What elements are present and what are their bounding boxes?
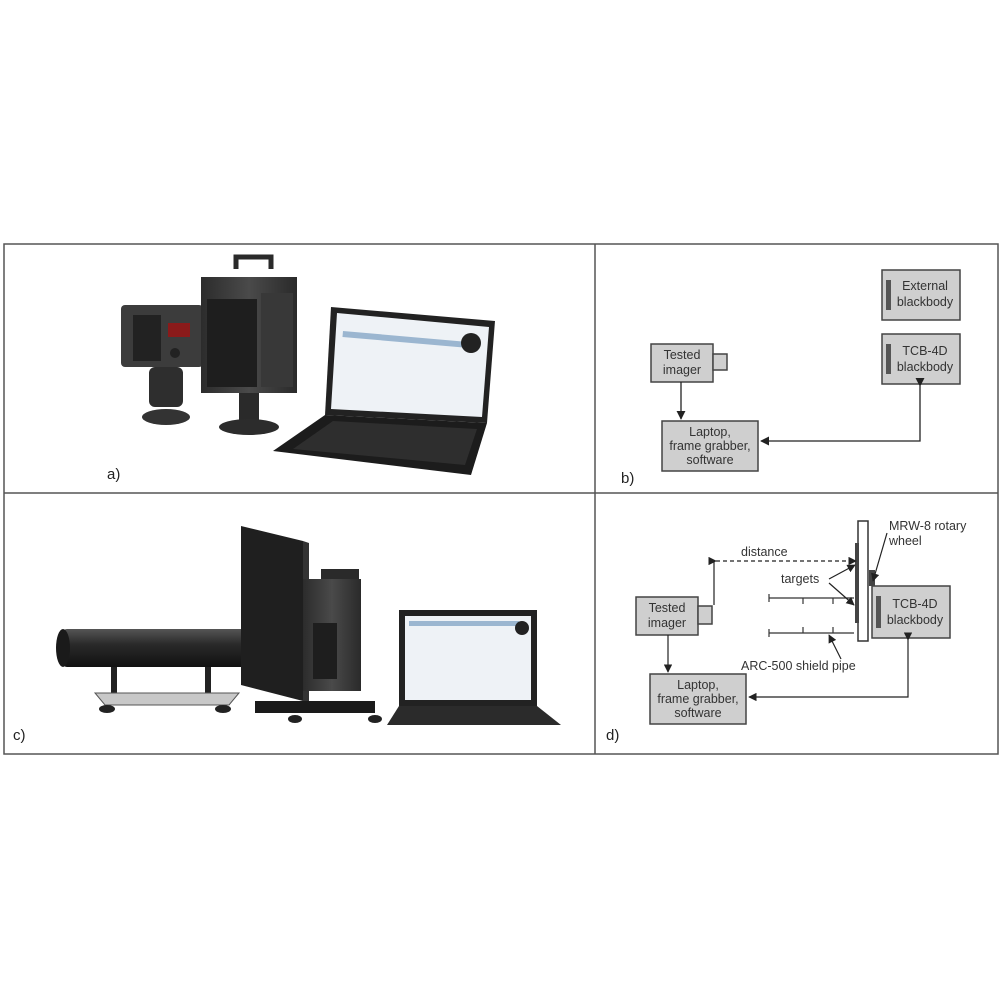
panel-d-label: d) [606,727,619,744]
rotary-wheel-text-1: MRW-8 rotary [889,519,967,533]
tcb-blackbody-device [303,569,361,691]
tested-imager-block-d: Tested imager [635,596,713,636]
tested-imager-d-text-1: Tested [649,601,686,615]
panel-b-connectors [676,377,925,446]
targets-arrow-1 [828,564,856,580]
shield-pipe-shape [768,594,854,637]
laptop-device [273,307,495,475]
external-blackbody-text-2: blackbody [897,295,954,309]
shield-pipe-text: ARC-500 shield pipe [741,659,856,673]
laptop-block-d: Laptop, frame grabber, software [649,673,747,725]
tested-imager-d-text-2: imager [648,616,686,630]
wheel-arrow [871,532,888,582]
grid-lines [3,243,999,755]
panel-d-diagram: Tested imager Laptop, frame grabber, sof… [606,519,967,744]
laptop-to-blackbody-arrow [760,377,925,446]
laptop-text-2: frame grabber, [669,439,750,453]
tcb-blackbody-text-2: blackbody [897,360,954,374]
tcb-blackbody-d-text-1: TCB-4D [892,597,937,611]
panel-a-photo: a) [107,254,495,483]
shield-pipe-device [56,629,263,713]
tested-imager-text-1: Tested [664,348,701,362]
laptop-d-text-3: software [674,706,721,720]
laptop-block: Laptop, frame grabber, software [661,420,759,472]
rotary-wheel-text-2: wheel [888,534,922,548]
tcb-blackbody-text-1: TCB-4D [902,344,947,358]
panel-a-label: a) [107,466,120,483]
external-blackbody-block: External blackbody [881,269,961,321]
laptop-d-text-1: Laptop, [677,678,719,692]
distance-text: distance [741,545,788,559]
external-blackbody-text-1: External [902,279,948,293]
tcb-blackbody-block: TCB-4D blackbody [881,333,961,385]
panel-b-diagram: Tested imager Laptop, frame grabber, sof… [621,269,961,487]
laptop-d-text-2: frame grabber, [657,692,738,706]
tested-imager-device [121,305,203,425]
panel-c-photo: c) [13,526,561,744]
targets-text: targets [781,572,819,586]
panel-d-connectors [663,532,913,702]
laptop-device-c [387,610,561,725]
tcb-blackbody-d-text-2: blackbody [887,613,944,627]
panel-c-label: c) [13,727,26,744]
laptop-text-3: software [686,453,733,467]
shield-pipe-arrow [828,634,842,660]
laptop-text-1: Laptop, [689,425,731,439]
tested-imager-text-2: imager [663,363,701,377]
tcb-blackbody-block-d: TCB-4D blackbody [871,585,951,639]
figure-grid: a) Tested imager Laptop, frame grabber, … [3,243,999,755]
panel-b-label: b) [621,470,634,487]
targets-arrow-2 [828,582,855,606]
figure-svg: a) Tested imager Laptop, frame grabber, … [3,243,999,755]
tested-imager-block: Tested imager [650,343,728,383]
laptop-to-blackbody-arrow-d [748,632,913,702]
blackbody-device [201,254,297,435]
